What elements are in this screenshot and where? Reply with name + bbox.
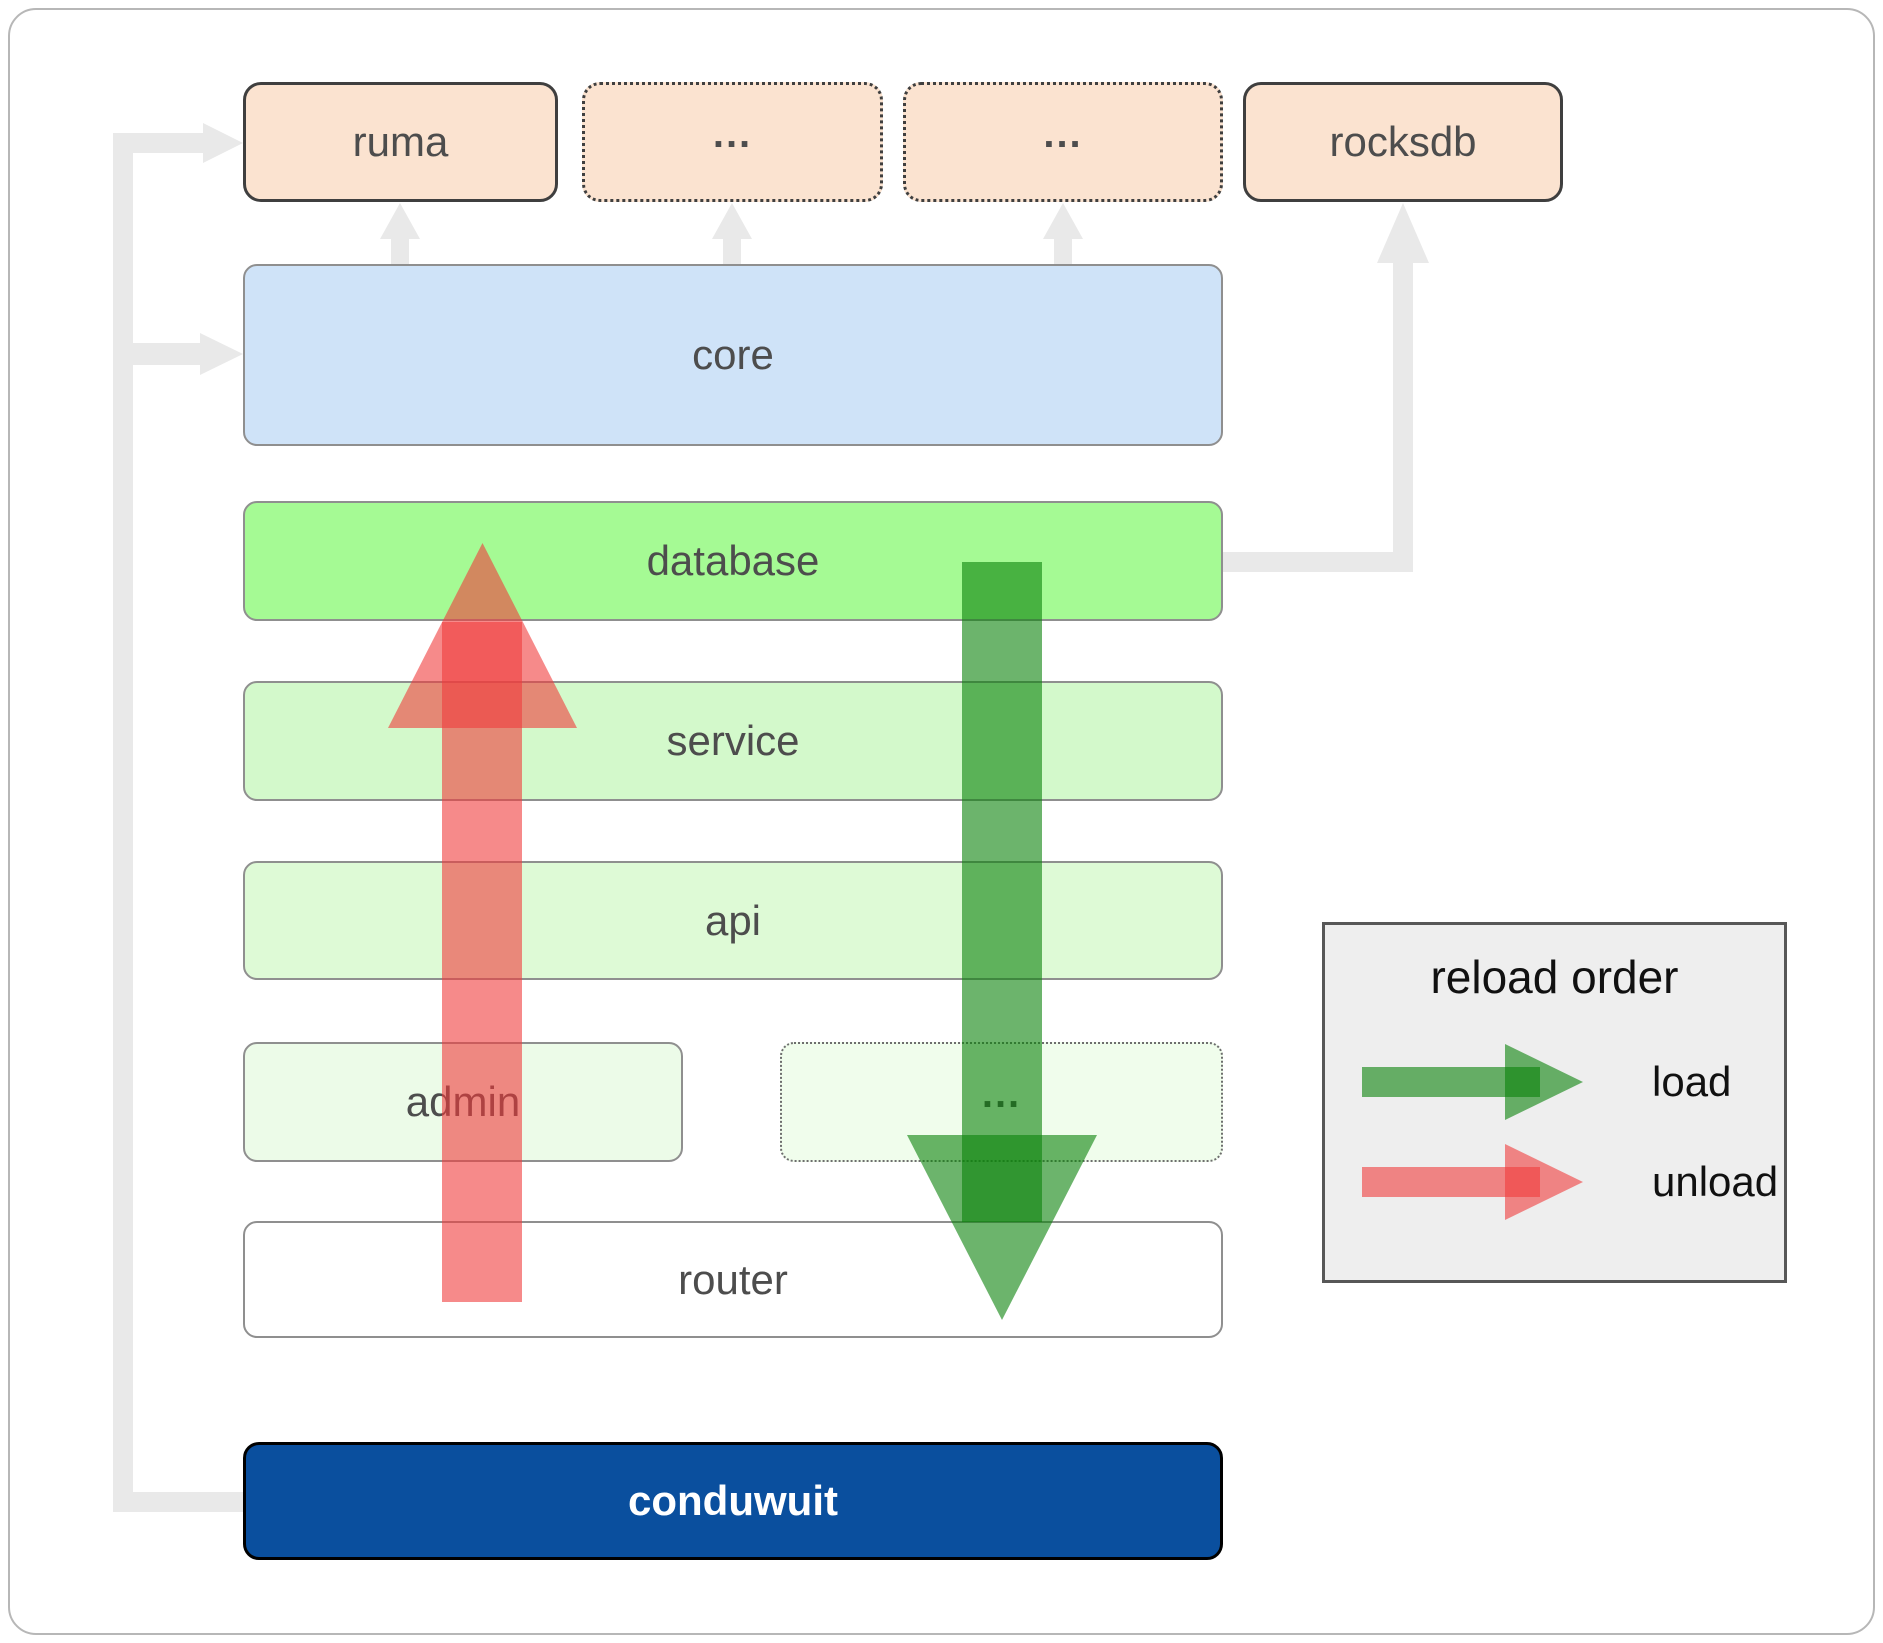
node-api-label: api (704, 896, 762, 944)
node-rocksdb-label: rocksdb (1329, 118, 1477, 165)
connector-to-core-horizontal (133, 343, 200, 365)
connector-core-to-ruma (391, 237, 409, 264)
node-api: api (243, 861, 1223, 980)
node-database-label: database (646, 537, 820, 584)
node-rocksdb: rocksdb (1243, 82, 1563, 202)
node-ellipsis-2-label: ... (1043, 111, 1083, 156)
node-core-label: core (692, 331, 774, 378)
load-arrow-shaft (962, 562, 1042, 1222)
node-service-label: service (666, 717, 800, 764)
unload-arrow-shaft (442, 622, 522, 1302)
node-ruma: ruma (243, 82, 558, 202)
outer-frame (8, 8, 1875, 1635)
node-router-label: router (678, 1255, 788, 1303)
connector-core-to-ellipsis2 (1054, 237, 1072, 264)
node-database: database (243, 501, 1223, 621)
connector-conduwuit-horizontal (113, 1492, 243, 1512)
node-service: service (243, 681, 1223, 801)
legend-title: reload order (1430, 951, 1679, 1003)
legend-load-label: load (1652, 1058, 1732, 1105)
legend-unload-label: unload (1652, 1158, 1779, 1205)
node-ellipsis-2: ... (903, 82, 1223, 202)
node-ruma-label: ruma (352, 118, 449, 165)
connector-database-rocksdb-vertical (1393, 258, 1413, 572)
connector-conduwuit-left-vertical (113, 133, 133, 1512)
node-conduwuit-label: conduwuit (628, 1477, 838, 1524)
legend-panel (1322, 922, 1787, 1283)
connector-to-ruma-horizontal (133, 133, 203, 153)
connector-core-to-ellipsis1 (723, 237, 741, 264)
connector-database-rocksdb-horizontal (1223, 552, 1413, 572)
node-ellipsis-1: ... (582, 82, 883, 202)
node-conduwuit: conduwuit (243, 1442, 1223, 1560)
node-router: router (243, 1221, 1223, 1338)
node-ellipsis-1-label: ... (712, 111, 753, 156)
node-core: core (243, 264, 1223, 446)
